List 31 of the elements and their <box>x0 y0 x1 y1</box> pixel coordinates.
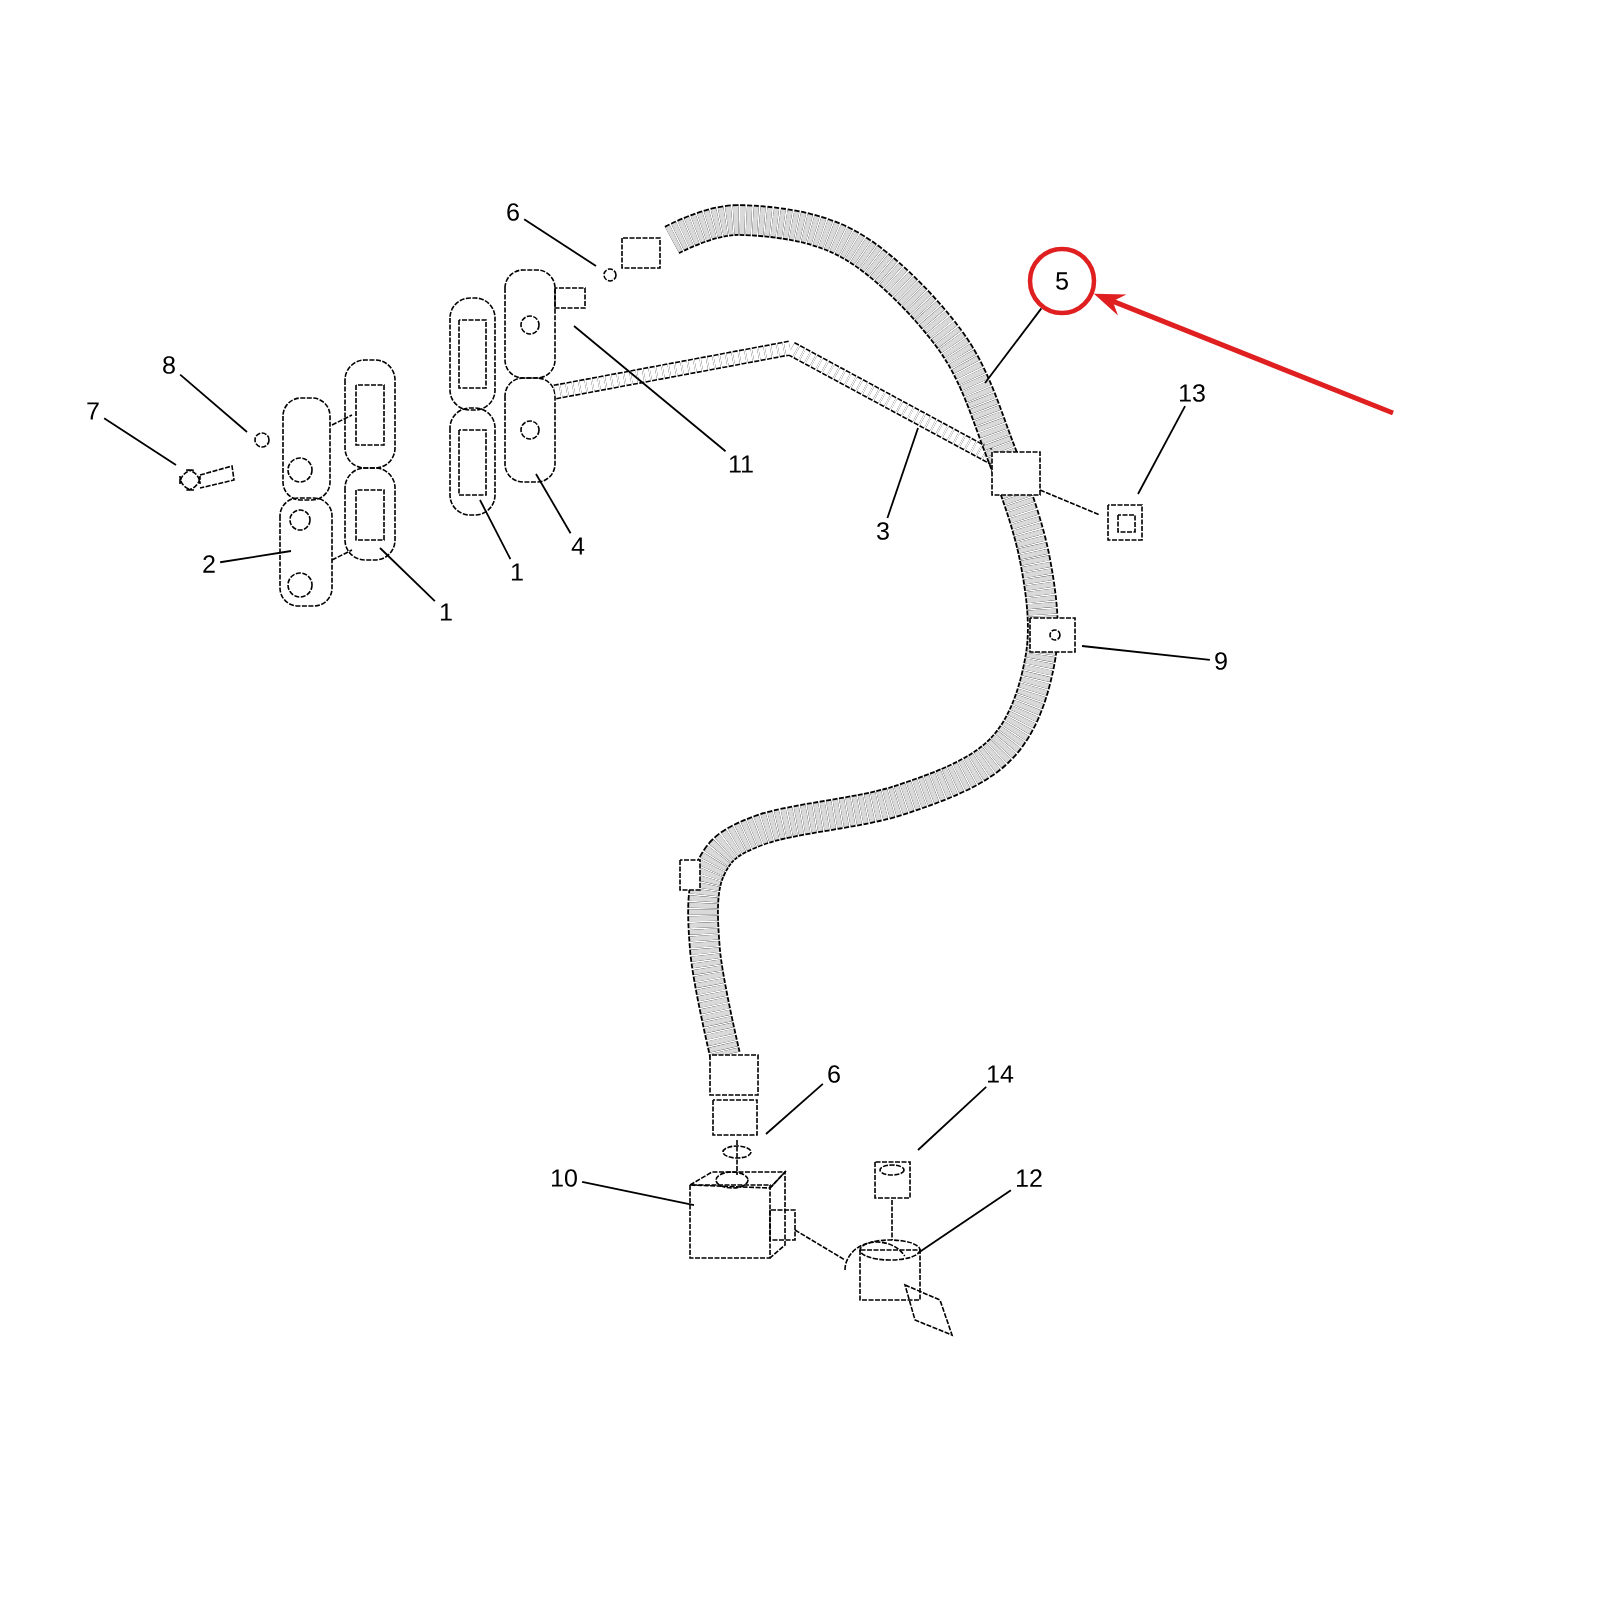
leader-line <box>179 373 248 433</box>
callout-number: 8 <box>163 356 175 374</box>
leader-line <box>479 499 512 561</box>
callout-number: 6 <box>507 203 519 221</box>
leader-line <box>103 417 177 466</box>
leader-line <box>1137 405 1186 495</box>
leader-line <box>581 1180 695 1206</box>
leader-line <box>573 325 727 453</box>
callout-number: 1 <box>511 563 523 581</box>
callout-number: 14 <box>988 1065 1014 1083</box>
leader-line <box>535 473 572 535</box>
leader-line <box>379 547 436 603</box>
callout-number: 9 <box>1215 652 1227 670</box>
leader-line <box>886 427 919 519</box>
callout-number: 3 <box>877 522 889 540</box>
callout-number: 13 <box>1180 384 1205 402</box>
callout-number: 6 <box>828 1065 840 1083</box>
leader-line <box>1081 645 1211 661</box>
callout-number: 10 <box>552 1169 577 1187</box>
leader-line <box>984 307 1043 384</box>
callout-number: 4 <box>571 537 585 555</box>
callout-number: 11 <box>729 455 753 473</box>
callout-number: 1 <box>440 603 452 621</box>
callout-number: 2 <box>203 555 215 573</box>
leader-line <box>219 550 292 564</box>
leader-line <box>917 1085 988 1151</box>
callout-number: 12 <box>1017 1169 1042 1187</box>
leader-line <box>523 218 597 267</box>
callout-number: 7 <box>87 402 99 420</box>
leader-line <box>917 1189 1012 1254</box>
leader-line <box>765 1082 824 1135</box>
